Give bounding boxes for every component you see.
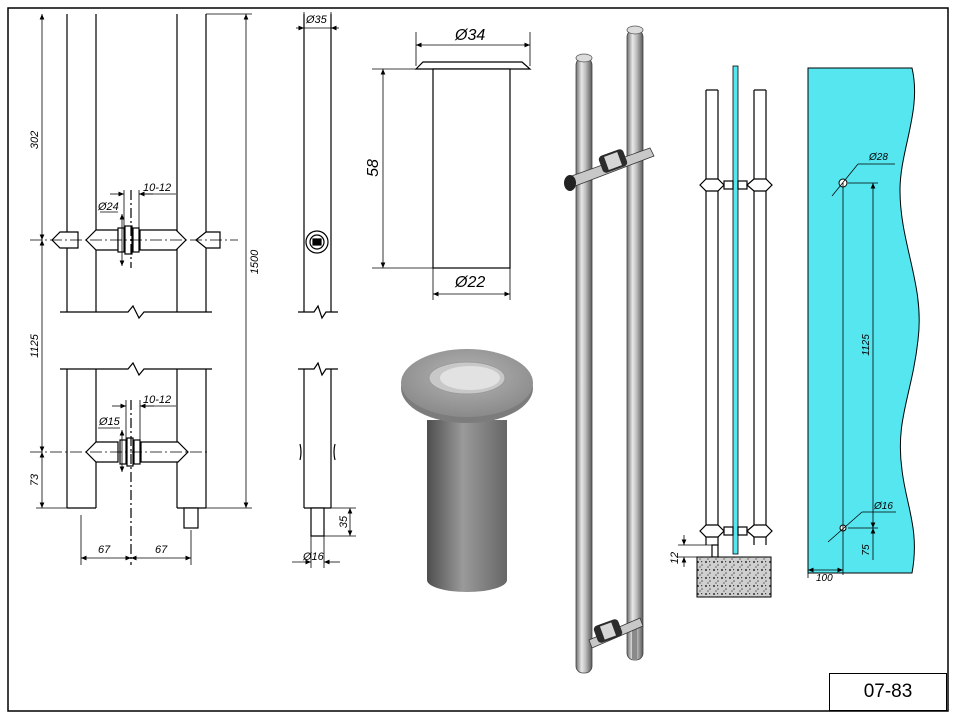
dim-d24: Ø24 — [97, 201, 119, 213]
socket-dimension-labels: Ø34 58 Ø22 — [365, 27, 485, 291]
dim-35: 35 — [338, 515, 350, 528]
dim-glass-1125: 1125 — [861, 334, 872, 356]
side-view-dimension-labels: Ø35 35 Ø16 — [302, 14, 350, 563]
dim-302: 302 — [29, 131, 41, 149]
dim-d16: Ø16 — [302, 551, 325, 563]
drawing-code-box: 07-83 — [829, 673, 947, 711]
dim-1125: 1125 — [29, 333, 41, 358]
dim-d28: Ø28 — [868, 152, 888, 163]
dim-glass-d16: Ø16 — [873, 501, 893, 512]
dim-d34: Ø34 — [454, 27, 485, 44]
dim-10-12-bottom: 10-12 — [143, 394, 171, 406]
drawing-code: 07-83 — [863, 681, 913, 702]
dim-75: 75 — [861, 544, 872, 556]
pull-handle-render — [564, 25, 655, 674]
dim-67-left: 67 — [98, 544, 111, 556]
socket-dimension-lines — [372, 32, 531, 300]
dim-10-12-top: 10-12 — [143, 182, 171, 194]
dim-d35: Ø35 — [305, 14, 328, 26]
installed-dimension-lines — [678, 535, 712, 567]
dim-73: 73 — [29, 473, 41, 486]
sheet-border — [7, 7, 949, 712]
glass-dimension-labels: Ø28 1125 Ø16 75 100 — [816, 152, 893, 584]
dim-67-right: 67 — [155, 544, 168, 556]
socket-3d-render — [401, 349, 533, 592]
dim-12: 12 — [669, 552, 681, 564]
dim-d15: Ø15 — [98, 416, 121, 428]
dim-d22: Ø22 — [454, 274, 485, 291]
glass-panel — [807, 67, 920, 574]
side-view-dimension-lines — [292, 12, 356, 568]
glass-dimension-lines — [807, 163, 896, 578]
dim-58: 58 — [365, 159, 382, 177]
dim-1500: 1500 — [249, 249, 261, 274]
socket-drawing — [414, 61, 532, 269]
front-view-dimension-labels: 302 1125 73 1500 Ø24 10-12 Ø15 10-12 67 … — [29, 131, 261, 556]
installed-front-view — [696, 65, 773, 598]
side-view — [298, 14, 338, 537]
front-view-dimension-lines — [30, 13, 252, 565]
front-view — [51, 14, 221, 565]
dim-100: 100 — [816, 573, 833, 584]
